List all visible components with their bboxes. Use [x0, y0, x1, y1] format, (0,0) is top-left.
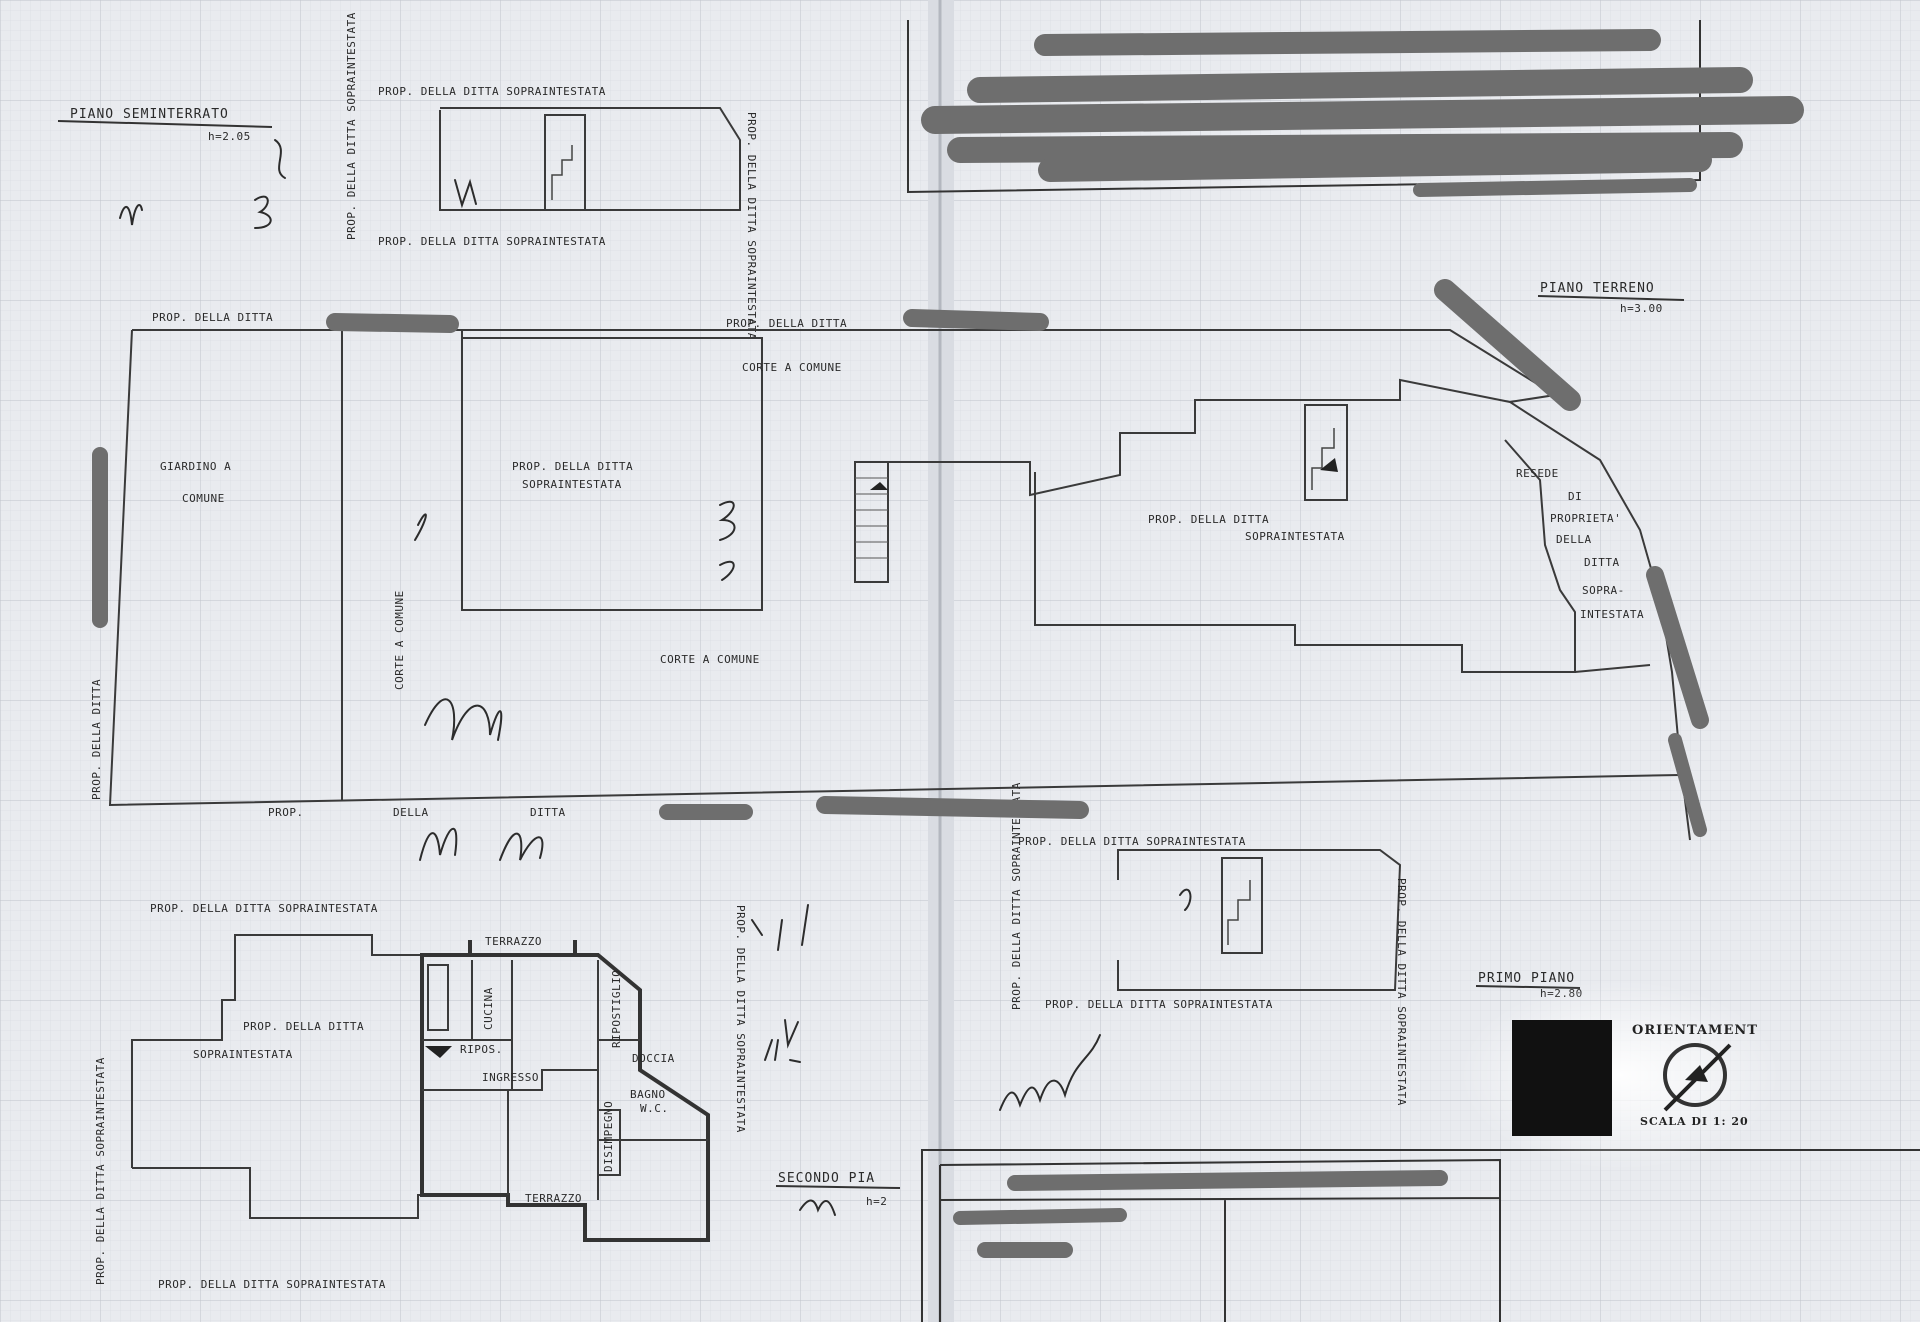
second-floor-height: h=2 [866, 1195, 887, 1208]
room-ingresso: INGRESSO [482, 1071, 539, 1084]
stamp-block [1512, 1020, 1612, 1136]
ground-label-bottom-3: DITTA [530, 806, 566, 819]
ground-floor-title: PIANO TERRENO [1540, 281, 1655, 296]
svg-text:DELLA: DELLA [1556, 533, 1592, 546]
semi-basement-label-top: PROP. DELLA DITTA SOPRAINTESTATA [378, 85, 606, 98]
ground-label-giardino-2: COMUNE [182, 492, 225, 505]
second-floor-title: SECONDO PIA [778, 1171, 875, 1186]
semi-basement-height: h=2.05 [208, 130, 251, 143]
second-floor-inner-1: PROP. DELLA DITTA [243, 1020, 364, 1033]
ground-label-left-side: PROP. DELLA DITTA [90, 679, 103, 800]
first-floor-label-left: PROP. DELLA DITTA SOPRAINTESTATA [1010, 782, 1023, 1010]
ground-label-prop-center-1: PROP. DELLA DITTA [512, 460, 633, 473]
ground-floor-height: h=3.00 [1620, 302, 1663, 315]
ground-center-building [461, 337, 763, 611]
semi-basement-label-bottom: PROP. DELLA DITTA SOPRAINTESTATA [378, 235, 606, 248]
ground-label-corte-bottom: CORTE A COMUNE [660, 653, 760, 666]
first-floor-title: PRIMO PIANO [1478, 971, 1575, 986]
second-floor-label-top: PROP. DELLA DITTA SOPRAINTESTATA [150, 902, 378, 915]
semi-basement-title: PIANO SEMINTERRATO [70, 107, 229, 122]
ground-resede-label: RESEDE DI PROPRIETA' DELLA DITTA SOPRA- … [1516, 467, 1644, 621]
room-doccia: DOCCIA [632, 1052, 675, 1065]
orientation-block: ORIENTAMENT SCALA DI 1: 20 [1460, 980, 1780, 1170]
svg-text:DITTA: DITTA [1584, 556, 1620, 569]
svg-text:PROPRIETA': PROPRIETA' [1550, 512, 1621, 525]
first-floor-label-right: PROP. DELLA DITTA SOPRAINTESTATA [1395, 878, 1408, 1106]
second-floor-apartment [420, 953, 710, 1242]
second-floor-label-left: PROP. DELLA DITTA SOPRAINTESTATA [94, 1057, 107, 1285]
room-wc: W.C. [640, 1102, 669, 1115]
svg-text:DI: DI [1568, 490, 1582, 503]
svg-text:RESEDE: RESEDE [1516, 467, 1559, 480]
handwritten-marks [119, 139, 1192, 1216]
second-floor-label-right: PROP. DELLA DITTA SOPRAINTESTATA [734, 905, 747, 1133]
ground-label-corte-vertical: CORTE A COMUNE [393, 590, 406, 690]
ground-label-bottom-2: DELLA [393, 806, 429, 819]
redaction-marks [92, 29, 1804, 1258]
room-ripostiglio: RIPOSTIGLIO [610, 970, 623, 1048]
room-bagno: BAGNO [630, 1088, 666, 1101]
semi-basement-label-left: PROP. DELLA DITTA SOPRAINTESTATA [345, 12, 358, 240]
svg-text:INTESTATA: INTESTATA [1580, 608, 1644, 621]
room-ripos: RIPOS. [460, 1043, 503, 1056]
title-block-bottom [921, 1149, 1920, 1322]
compass-icon [1663, 1043, 1727, 1107]
ground-label-corte-top: CORTE A COMUNE [742, 361, 842, 374]
ground-floor-plan: PIANO TERRENO h=3.00 PROP. DELLA DITTA P… [90, 281, 1691, 841]
ground-label-prop-right-1: PROP. DELLA DITTA [1148, 513, 1269, 526]
ground-label-top-left: PROP. DELLA DITTA [152, 311, 273, 324]
ground-label-top-right: PROP. DELLA DITTA [726, 317, 847, 330]
first-floor-label-top: PROP. DELLA DITTA SOPRAINTESTATA [1018, 835, 1246, 848]
orientation-scale: SCALA DI 1: 20 [1640, 1115, 1749, 1128]
ground-label-giardino-1: GIARDINO A [160, 460, 231, 473]
second-floor-inner-2: SOPRAINTESTATA [193, 1048, 293, 1061]
semi-basement-label-right: PROP. DELLA DITTA SOPRAINTESTATA [745, 112, 758, 340]
ground-label-prop-center-2: SOPRAINTESTATA [522, 478, 622, 491]
semi-basement-plan: PIANO SEMINTERRATO h=2.05 PROP. DELLA DI… [57, 12, 758, 340]
second-floor-label-bottom: PROP. DELLA DITTA SOPRAINTESTATA [158, 1278, 386, 1291]
room-disimpegno: DISIMPEGNO [602, 1101, 615, 1172]
ground-label-bottom-1: PROP. [268, 806, 304, 819]
second-floor-plan: TERRAZZO CUCINA RIPOS. INGRESSO RIPOSTIG… [94, 902, 901, 1291]
ground-label-prop-right-2: SOPRAINTESTATA [1245, 530, 1345, 543]
room-terrazzo-bottom: TERRAZZO [525, 1192, 582, 1205]
first-floor-label-bottom: PROP. DELLA DITTA SOPRAINTESTATA [1045, 998, 1273, 1011]
svg-text:SOPRA-: SOPRA- [1582, 584, 1625, 597]
room-terrazzo-top: TERRAZZO [485, 935, 542, 948]
room-cucina: CUCINA [482, 987, 495, 1030]
orientation-title: ORIENTAMENT [1632, 1023, 1758, 1038]
